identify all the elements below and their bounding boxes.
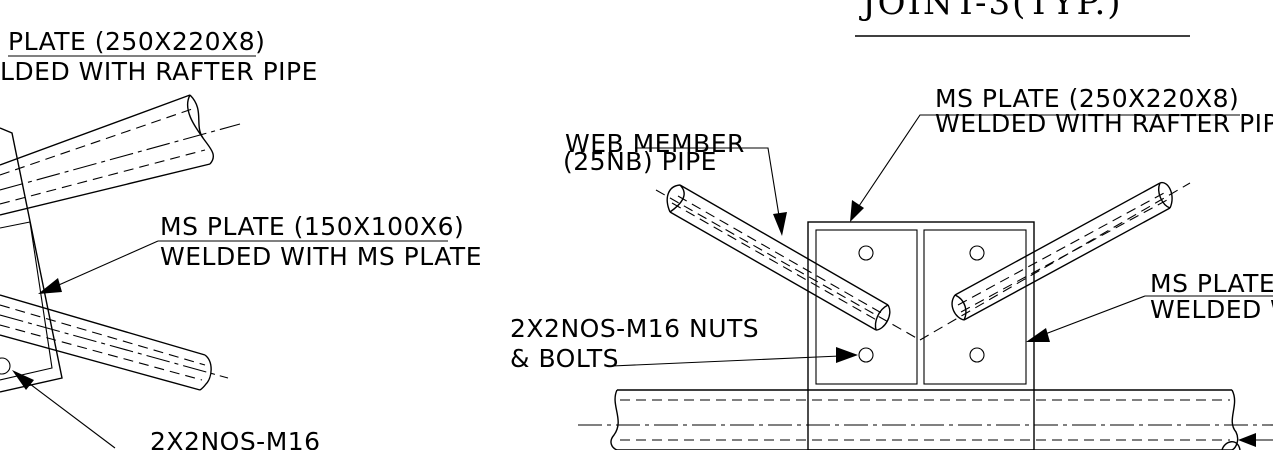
bolt-hole-lower-right [969, 347, 985, 363]
right-top-plate-label-1: MS PLATE (250X220X8) [935, 84, 1239, 113]
right-small-plate-left [815, 229, 918, 385]
left-web-pipe [0, 294, 229, 391]
bolts-leader [611, 355, 841, 367]
bolts-arrowhead [836, 347, 858, 363]
right-rafter-pipe [578, 389, 1273, 450]
left-bolt-hole [0, 357, 11, 375]
left-joint-detail: PLATE (250X220X8) LDED WITH RAFTER PIPE … [0, 27, 482, 450]
bolts-label-1: 2X2NOS-M16 NUTS [510, 314, 759, 343]
right-joint-detail: WEB MEMBER (25NB) PIPE MS PLATE (250X220… [510, 84, 1273, 450]
left-small-plate-arrowhead [38, 278, 62, 294]
left-rafter-pipe [0, 94, 241, 216]
left-bolts-arrowhead [12, 370, 34, 390]
right-small-plate-arrowhead [1026, 328, 1050, 342]
web-member-arrowhead [773, 212, 787, 236]
left-bolts-label: 2X2NOS-M16 [150, 427, 321, 450]
right-web-pipe-left [655, 184, 921, 341]
left-small-plate-leader [51, 240, 159, 289]
bolt-hole-lower-left [858, 347, 874, 363]
right-top-plate-leader [854, 114, 1240, 213]
left-top-plate-label-1: PLATE (250X220X8) [8, 27, 265, 56]
left-bolts-leader [21, 377, 116, 449]
right-small-plate-leader [1039, 295, 1273, 337]
bolt-hole-upper-left [858, 245, 874, 261]
web-member-leader [635, 147, 781, 223]
bolts-label-2: & BOLTS [510, 344, 619, 373]
left-small-plate-label-1: MS PLATE (150X100X6) [160, 212, 464, 241]
right-top-plate-label-2: WELDED WITH RAFTER PIPE [935, 109, 1273, 138]
right-small-plate-label-1: MS PLATE [1150, 269, 1273, 298]
right-small-plate-right [923, 229, 1027, 385]
right-small-plate-label-2: WELDED W [1150, 295, 1273, 324]
right-web-pipe-right [919, 181, 1191, 341]
bolt-hole-upper-right [969, 245, 985, 261]
right-ms-plate [807, 221, 1035, 450]
drawing-title: JOINT-3(TYP.) [859, 0, 1123, 23]
left-small-plate-label-2: WELDED WITH MS PLATE [160, 242, 482, 271]
rafter-arrowhead [1238, 433, 1256, 447]
web-member-label-2: (25NB) PIPE [563, 147, 717, 176]
web-member-label-1: WEB MEMBER [565, 129, 745, 158]
right-top-plate-arrowhead [850, 200, 864, 222]
left-ms-plate [0, 127, 63, 393]
left-top-plate-label-2: LDED WITH RAFTER PIPE [0, 57, 318, 86]
